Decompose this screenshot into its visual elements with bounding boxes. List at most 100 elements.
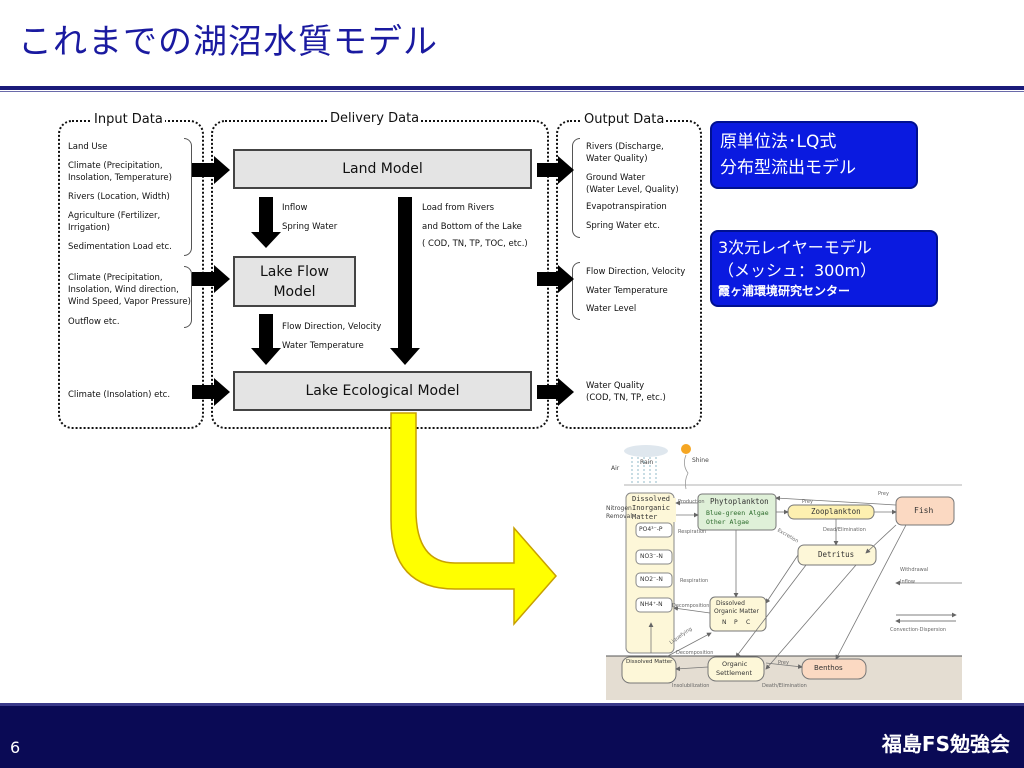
input-item: Wind Speed, Vapor Pressure) <box>68 297 191 307</box>
eco-prey2-label: Prey <box>878 491 889 497</box>
lake-ecological-model-box: Lake Ecological Model <box>233 371 532 411</box>
inflow-label: Inflow <box>282 203 308 213</box>
input-data-title: Input Data <box>92 112 165 127</box>
eco-no2-label: NO2⁻-N <box>640 576 663 583</box>
output-item: Water Level <box>586 304 637 314</box>
eco-po4-label: PO4³⁻-P <box>639 526 663 533</box>
sun-icon <box>681 444 691 454</box>
eco-dead-elim-label: Dead/Elimination <box>823 527 866 533</box>
eco-inflow-label: Inflow <box>900 579 915 585</box>
input-item: Insolation, Temperature) <box>68 173 172 183</box>
eco-org-settle-label: Organic <box>722 660 748 668</box>
eco-rain-label: Rain <box>640 459 654 466</box>
output-item: (Water Level, Quality) <box>586 185 679 195</box>
input-item: Sedimentation Load etc. <box>68 242 172 252</box>
eco-dm-bottom-label: Dissolved Matter <box>626 659 673 665</box>
footer-rule <box>0 703 1024 706</box>
arrow-down-icon <box>251 314 281 365</box>
eco-phyto-sub1: Blue-green Algae <box>706 509 769 517</box>
output-item: Spring Water etc. <box>586 221 660 231</box>
eco-decomposition2-label: Decomposition <box>676 650 714 656</box>
eco-benthos-label: Benthos <box>814 664 843 672</box>
output-data-title: Output Data <box>582 112 667 127</box>
arrow-right-icon <box>537 156 574 184</box>
eco-withdrawal-label: Withdrawal <box>900 567 929 573</box>
bottom-of-lake-label: and Bottom of the Lake <box>422 222 522 232</box>
output-item: (COD, TN, TP, etc.) <box>586 393 666 403</box>
eco-phyto-sub2: Other Algae <box>706 518 750 526</box>
water-temperature-label: Water Temperature <box>282 341 364 351</box>
eco-dim-label-3: Matter <box>632 513 658 521</box>
lake-ecological-model-label: Lake Ecological Model <box>305 383 460 399</box>
lake-flow-model-label: Lake Flow <box>259 263 329 280</box>
input-item: Irrigation) <box>68 223 110 233</box>
arrow-right-icon <box>192 156 230 184</box>
cod-list-label: ( COD, TN, TP, TOC, etc.) <box>422 239 528 249</box>
input-item: Climate (Insolation) etc. <box>68 390 171 400</box>
input-item: Insolation, Wind direction, <box>68 285 179 295</box>
eco-dim-label-2: Inorganic <box>632 504 670 512</box>
ecosystem-svg <box>606 444 962 700</box>
output-item: Water Temperature <box>586 286 668 296</box>
lq-model-line1: 原単位法･LQ式 <box>720 132 837 152</box>
slide-title: これまでの湖沼水質モデル <box>18 22 438 62</box>
eco-respiration2-label: Respiration <box>680 578 709 584</box>
lq-model-callout: 原単位法･LQ式 分布型流出モデル <box>710 121 918 189</box>
yellow-arrow-icon <box>390 412 557 626</box>
eco-fish-label: Fish <box>914 506 934 515</box>
eco-dom-c: C <box>746 619 751 626</box>
flow-direction-label: Flow Direction, Velocity <box>282 322 382 332</box>
arrow-right-icon <box>192 265 230 293</box>
title-rule <box>0 86 1024 90</box>
arrow-right-icon <box>537 265 574 293</box>
lake-flow-model-box: Lake Flow Model <box>233 256 356 307</box>
eco-death-elim-label: Death/Elimination <box>762 683 807 689</box>
layer-model-callout: 3次元レイヤーモデル （メッシュ：300m） 霞ヶ浦環境研究センター <box>710 230 938 307</box>
arrow-down-icon <box>390 197 420 365</box>
eco-prey1-label: Prey <box>802 499 813 505</box>
eco-production-label: Production <box>678 499 705 505</box>
lq-model-line2: 分布型流出モデル <box>720 158 856 178</box>
arrow-down-icon <box>251 197 281 248</box>
output-item: Ground Water <box>586 173 646 183</box>
title-rule-thin <box>0 91 1024 92</box>
land-model-label: Land Model <box>342 161 423 177</box>
input-item: Climate (Precipitation, <box>68 273 163 283</box>
eco-respiration-label: Respiration <box>678 529 707 535</box>
eco-dom-label: Dissolved <box>716 600 745 607</box>
input-item: Land Use <box>68 142 108 152</box>
layer-model-line1: 3次元レイヤーモデル <box>718 238 872 257</box>
ecosystem-diagram: Air Rain Shine Nitrogen Removal Dissolve… <box>606 443 962 700</box>
eco-no3-label: NO3⁻-N <box>640 553 663 560</box>
eco-dom-n: N <box>722 619 727 626</box>
load-from-rivers-label: Load from Rivers <box>422 203 495 213</box>
eco-insolubilization-label: Insolubilization <box>672 683 710 689</box>
output-item: Water Quality <box>586 381 645 391</box>
lake-flow-model-label-2: Model <box>273 283 316 300</box>
footer-bar <box>0 706 1024 768</box>
eco-shine-label: Shine <box>692 457 709 464</box>
eco-nh4-label: NH4⁺-N <box>640 601 663 608</box>
page-number: 6 <box>10 738 21 757</box>
output-item: Evapotranspiration <box>586 202 667 212</box>
eco-dim-label: Dissolved <box>632 495 670 503</box>
spring-water-label: Spring Water <box>282 222 338 232</box>
eco-detritus-label: Detritus <box>818 550 855 559</box>
land-model-box: Land Model <box>233 149 532 189</box>
layer-model-line2: （メッシュ：300m） <box>718 261 877 280</box>
output-item: Water Quality) <box>586 154 648 164</box>
eco-removal-label: Removal <box>606 513 633 520</box>
eco-nitrogen-label: Nitrogen <box>606 505 632 512</box>
eco-dom-label-2: Organic Matter <box>714 608 759 615</box>
eco-air-label: Air <box>611 465 620 472</box>
delivery-data-title: Delivery Data <box>328 111 422 126</box>
eco-conv-disp-label: Convection·Dispersion <box>890 627 947 633</box>
cloud-icon <box>624 445 668 457</box>
input-item: Agriculture (Fertilizer, <box>68 211 161 221</box>
eco-dom-p: P <box>734 619 738 626</box>
eco-decomposition-label: Decomposition <box>672 603 710 609</box>
arrow-right-icon <box>192 378 230 406</box>
layer-model-line3: 霞ヶ浦環境研究センター <box>718 284 851 298</box>
input-item: Rivers (Location, Width) <box>68 192 170 202</box>
